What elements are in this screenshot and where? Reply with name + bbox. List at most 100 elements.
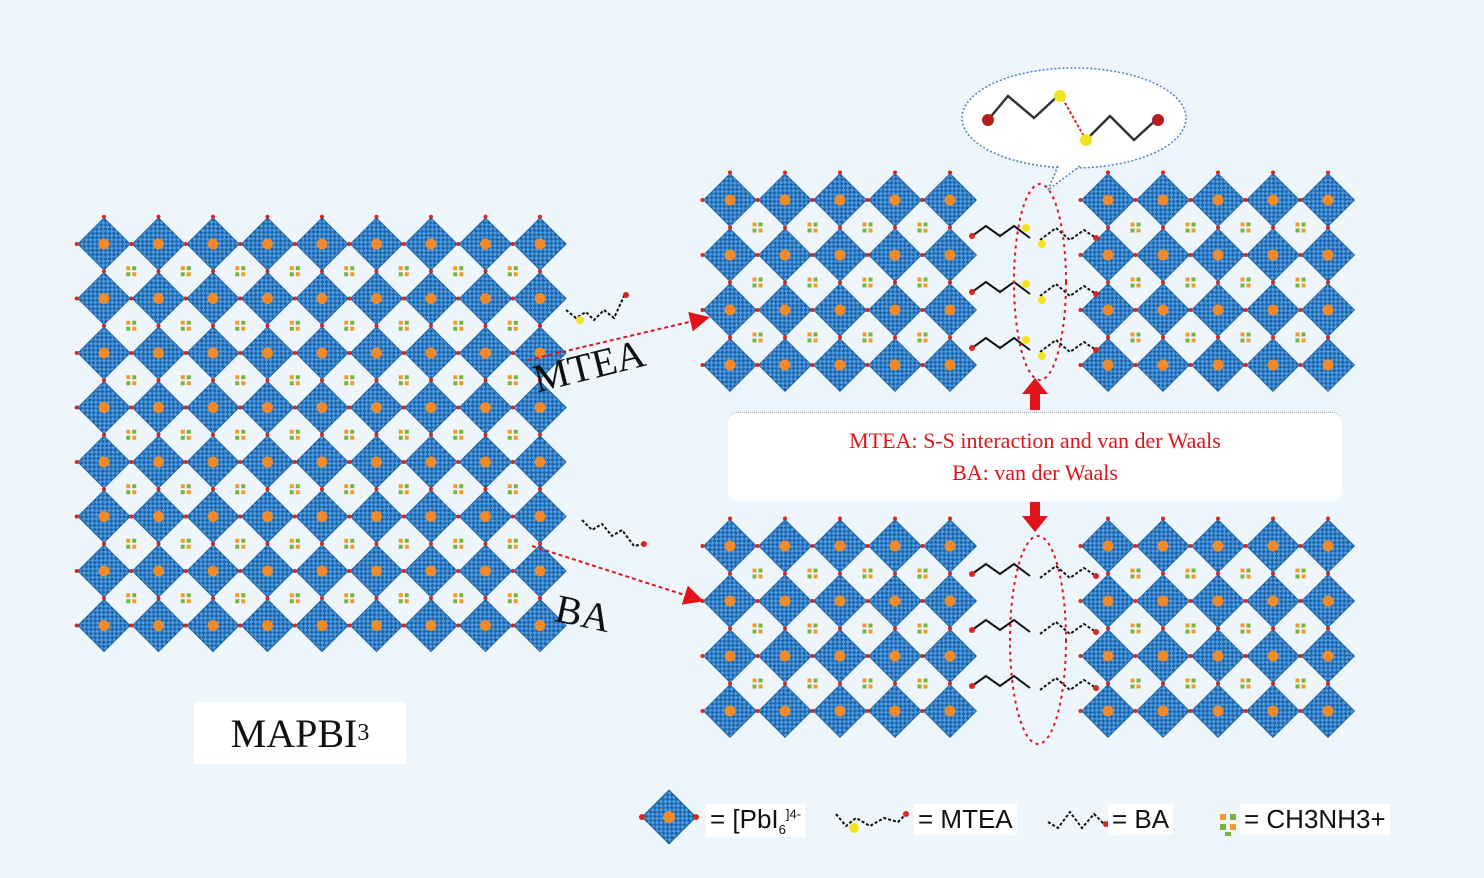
lead-atom xyxy=(480,347,491,359)
ch3nh3-cation xyxy=(289,266,294,271)
ch3nh3-cation xyxy=(917,228,922,233)
ch3nh3-cation xyxy=(1185,678,1190,683)
ch3nh3-cation xyxy=(453,435,458,440)
iodine-atom xyxy=(1298,544,1303,548)
ch3nh3-cation xyxy=(1301,623,1306,628)
iodine-atom xyxy=(838,280,842,285)
ch3nh3-cation xyxy=(1191,623,1196,628)
ch3nh3-cation xyxy=(758,332,763,337)
ch3nh3-cation xyxy=(862,332,867,337)
ch3nh3-cation xyxy=(126,320,131,325)
ch3nh3-cation xyxy=(862,574,867,579)
iodine-atom xyxy=(374,432,379,437)
ch3nh3-cation xyxy=(1136,222,1141,227)
ch3nh3-cation xyxy=(398,593,403,598)
lead-atom xyxy=(724,540,736,552)
lead-atom xyxy=(534,402,546,413)
ch3nh3-cation xyxy=(398,266,403,271)
ch3nh3-cation xyxy=(398,435,403,440)
lead-atom xyxy=(1212,304,1224,316)
ch3nh3-cation xyxy=(1130,678,1135,683)
ch3nh3-cation xyxy=(917,623,922,628)
ch3nh3-cation xyxy=(295,538,300,543)
ch3nh3-cation xyxy=(862,277,867,282)
ch3nh3-cation xyxy=(126,381,131,386)
iodine-atom xyxy=(810,654,815,658)
ch3nh3-cation xyxy=(507,490,512,495)
iodine-atom xyxy=(1188,709,1193,713)
ch3nh3-cation xyxy=(404,484,409,489)
ch3nh3-cation xyxy=(813,283,818,288)
iodine-atom xyxy=(1188,599,1193,603)
ch3nh3-cation xyxy=(404,435,409,440)
iodine-atom xyxy=(865,363,870,367)
lead-atom xyxy=(724,194,736,206)
lead-atom xyxy=(1267,595,1279,607)
lead-atom xyxy=(316,565,328,577)
iodine-atom xyxy=(1271,626,1275,631)
ch3nh3-cation xyxy=(917,222,922,227)
iodine-atom xyxy=(538,487,542,492)
iodine-atom xyxy=(893,280,897,285)
ch3nh3-cation xyxy=(404,381,409,386)
lead-atom xyxy=(425,620,437,631)
ch3nh3-cation xyxy=(807,678,812,683)
iodine-atom xyxy=(211,432,215,437)
iodine-atom xyxy=(156,541,161,546)
ch3nh3-cation xyxy=(295,272,300,277)
mtea-highlight-ellipse xyxy=(1013,183,1067,381)
organic-chain xyxy=(1039,620,1097,636)
iodine-atom xyxy=(238,242,243,246)
iodine-atom xyxy=(1326,170,1330,175)
ch3nh3-cation xyxy=(1246,574,1251,579)
ch3nh3-cation xyxy=(923,568,928,573)
iodine-atom xyxy=(1078,308,1083,312)
lead-atom xyxy=(262,402,273,413)
lead-atom xyxy=(1322,359,1334,371)
ch3nh3-cation xyxy=(459,381,464,386)
iodine-atom xyxy=(1188,198,1193,202)
ch3nh3-cation xyxy=(862,623,867,628)
iodine-atom xyxy=(728,571,732,576)
ch3nh3-cation xyxy=(180,266,185,271)
lead-atom xyxy=(1157,595,1169,607)
organic-chain xyxy=(1039,676,1097,692)
lead-atom xyxy=(371,402,382,413)
iodine-atom xyxy=(211,214,215,219)
lead-atom xyxy=(1102,705,1114,717)
ch3nh3-cation xyxy=(132,484,137,489)
iodine-atom xyxy=(374,541,379,546)
iodine-atom xyxy=(783,335,787,340)
iodine-atom xyxy=(265,432,270,437)
iodine-atom xyxy=(483,487,488,492)
ch3nh3-cation xyxy=(1191,228,1196,233)
ch3nh3-cation xyxy=(186,381,191,386)
iodine-atom xyxy=(920,599,925,603)
iodine-atom xyxy=(429,378,433,383)
iodine-atom xyxy=(1133,363,1138,367)
sulfur-atom xyxy=(1022,280,1030,288)
ch3nh3-cation xyxy=(923,338,928,343)
ch3nh3-cation xyxy=(513,484,518,489)
ch3nh3-cation xyxy=(813,568,818,573)
iodine-atom xyxy=(755,363,760,367)
lead-atom xyxy=(262,456,273,468)
ch3nh3-cation xyxy=(1246,623,1251,628)
iodine-atom xyxy=(320,269,324,274)
iodine-atom xyxy=(74,405,79,410)
iodine-atom xyxy=(893,170,897,175)
ch3nh3-cation xyxy=(186,320,191,325)
ch3nh3-cation xyxy=(1185,277,1190,282)
ch3nh3-cation xyxy=(1246,684,1251,689)
legend: = [PbI6]4- = MTEA = BA = CH3NH3+ xyxy=(640,790,1430,856)
iodine-atom xyxy=(156,323,161,328)
iodine-atom xyxy=(1133,599,1138,603)
lead-atom xyxy=(371,293,382,304)
lead-atom xyxy=(944,595,956,607)
lead-atom xyxy=(724,304,736,316)
ch3nh3-cation xyxy=(862,283,867,288)
iodine-atom xyxy=(783,516,787,521)
ch3nh3-cation xyxy=(758,684,763,689)
iodine-atom xyxy=(401,242,406,246)
ch3nh3-cation xyxy=(180,375,185,380)
